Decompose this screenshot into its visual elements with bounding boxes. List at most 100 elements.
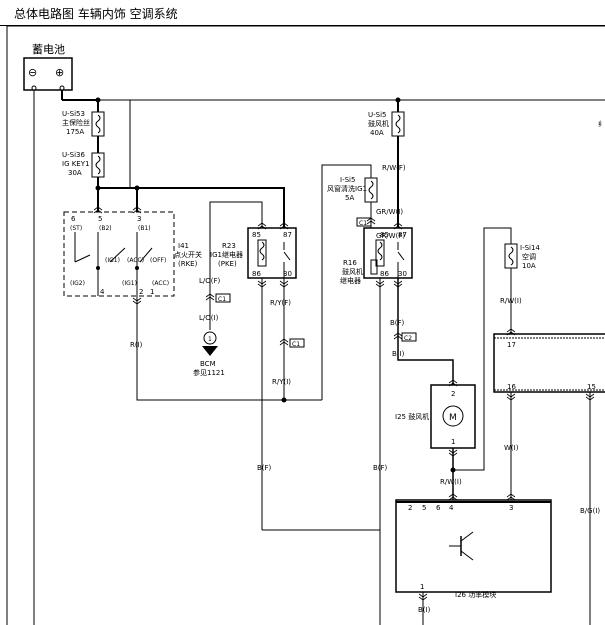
ignition-id: I41	[178, 242, 189, 250]
relay-r23-name: IG1继电器	[210, 250, 243, 259]
wire-gr-w-i: GR/W(I)	[376, 208, 403, 216]
fuse-ac	[504, 243, 518, 269]
wire-gr-w-f: GR/W(F)	[376, 232, 405, 240]
battery-negative-icon: ⊖	[28, 66, 37, 79]
power-bus	[62, 99, 399, 228]
battery-label: 蓄电池	[32, 43, 65, 56]
ignition-b2: (B2)	[99, 225, 112, 232]
connector-c1-b: C1	[292, 341, 300, 348]
ignition-switch	[63, 211, 175, 297]
wire-r-y-f: R/Y(F)	[270, 299, 291, 307]
cut-off-label: 纟	[598, 120, 605, 128]
fuse-main-name: 主保险丝	[62, 118, 90, 127]
ignition-st: (ST)	[70, 225, 82, 232]
relay-r16-id: R16	[343, 259, 357, 267]
fuse-blower-id: U-Si5	[368, 111, 387, 119]
fuse-igkey-id: U-Si36	[62, 151, 85, 159]
wire-l-o-i: L/O(I)	[199, 314, 219, 322]
wire-rw-i-ac: R/W(I)	[500, 297, 522, 305]
fuse-blower-name: 鼓风机	[368, 119, 389, 128]
fuse-ac-id: I-Si14	[520, 244, 540, 252]
ac-box-pin-15: 15	[587, 383, 596, 391]
fuse-fan-ig	[364, 177, 378, 203]
fuse-igkey	[91, 152, 105, 178]
relay-r23-pin-30: 30	[283, 270, 292, 278]
fuse-blower	[391, 111, 405, 137]
relay-r16-name-2: 继电器	[340, 276, 361, 285]
relay-r16-pin-85: 85	[380, 231, 389, 239]
wire-w-i: W(I)	[504, 444, 519, 452]
ignition-code: (RKE)	[178, 260, 198, 268]
fuse-fan-ig-rating: 5A	[345, 194, 354, 202]
ac-control-box	[493, 333, 605, 393]
power-module	[395, 499, 552, 593]
ignition-pin-1: 1	[150, 288, 154, 296]
relay-r23-pin-86: 86	[252, 270, 261, 278]
relay-r23-pin-87: 87	[283, 231, 292, 239]
wire-r-i: R(I)	[130, 341, 143, 349]
connector-c2: C2	[404, 335, 412, 342]
ignition-name: 点火开关	[174, 250, 202, 259]
ac-box-pin-16: 16	[507, 383, 516, 391]
relay-r16-pin-30: 30	[398, 270, 407, 278]
bcm-connector	[202, 331, 218, 356]
bcm-label: BCM	[200, 360, 216, 368]
module-pin-3: 3	[509, 504, 513, 512]
relay-r23-pin-85: 85	[252, 231, 261, 239]
module-pin-6: 6	[436, 504, 441, 512]
ac-box-pin-17: 17	[507, 341, 516, 349]
module-pin-5: 5	[422, 504, 426, 512]
module-pin-4: 4	[449, 504, 454, 512]
relay-r23	[247, 227, 297, 279]
motor-label: I25 鼓风机	[395, 412, 429, 421]
relay-r23-id: R23	[222, 242, 236, 250]
module-pin-1: 1	[420, 583, 424, 591]
battery	[23, 57, 73, 625]
motor-symbol-icon: M	[449, 413, 457, 423]
ignition-pin-6: 6	[71, 215, 76, 223]
fuse-main-id: U-Si53	[62, 110, 85, 118]
ignition-pin-5: 5	[98, 215, 102, 223]
wire-b-f-right: B(F)	[373, 464, 388, 472]
fuse-main	[91, 111, 105, 137]
fuse-igkey-rating: 30A	[68, 169, 82, 177]
relay-r16	[363, 227, 413, 279]
relay-r16-pin-87: 87	[398, 231, 407, 239]
module-pin-2: 2	[408, 504, 412, 512]
connector-c1-a: C1	[218, 296, 226, 303]
relay-r16-name-1: 鼓风机	[342, 267, 363, 276]
ignition-pos-acc: (ACC)	[127, 257, 144, 264]
wire-b-f-left: B(F)	[257, 464, 272, 472]
blower-motor	[430, 384, 476, 449]
fuse-igkey-name: IG KEY1	[62, 160, 89, 168]
module-label: I26 功率模块	[455, 590, 496, 599]
bcm-pin: 1	[208, 336, 212, 343]
ignition-pin-4: 4	[100, 288, 105, 296]
wire-rw-i-motor: R/W(I)	[440, 478, 462, 486]
relay-r23-code: (PKE)	[218, 260, 237, 268]
fuse-fan-ig-name: 风窗清洗IG1	[327, 184, 367, 193]
ignition-ig2: (IG2)	[70, 280, 85, 287]
connector-marks	[93, 206, 595, 601]
bcm-ref: 参见1121	[193, 368, 225, 377]
ignition-ig1: (IG1)	[122, 280, 137, 287]
wire-l-o-f: L/O(F)	[199, 277, 221, 285]
ignition-acc: (ACC)	[152, 280, 169, 287]
wire-r-y-i: R/Y(I)	[272, 378, 291, 386]
ignition-pin-2: 2	[139, 288, 143, 296]
battery-positive-icon: ⊕	[55, 66, 64, 79]
wire-bg-i: B/G(I)	[580, 507, 600, 515]
ignition-pos-ig1: (IG1)	[105, 257, 120, 264]
fuse-main-rating: 175A	[66, 128, 84, 136]
ignition-pos-off: (OFF)	[150, 257, 166, 264]
ignition-pin-3: 3	[137, 215, 141, 223]
page-title: 总体电路图 车辆内饰 空调系统	[14, 7, 178, 21]
wire-rw-f: R/W(F)	[382, 164, 406, 172]
fuse-fan-ig-id: I-Si5	[340, 176, 355, 184]
fuse-blower-rating: 40A	[370, 129, 384, 137]
wire-b-i-bottom: B(I)	[418, 606, 431, 614]
connector-c1-c: C1	[359, 220, 367, 227]
fuse-ac-rating: 10A	[522, 262, 536, 270]
motor-pin-1: 1	[451, 438, 455, 446]
